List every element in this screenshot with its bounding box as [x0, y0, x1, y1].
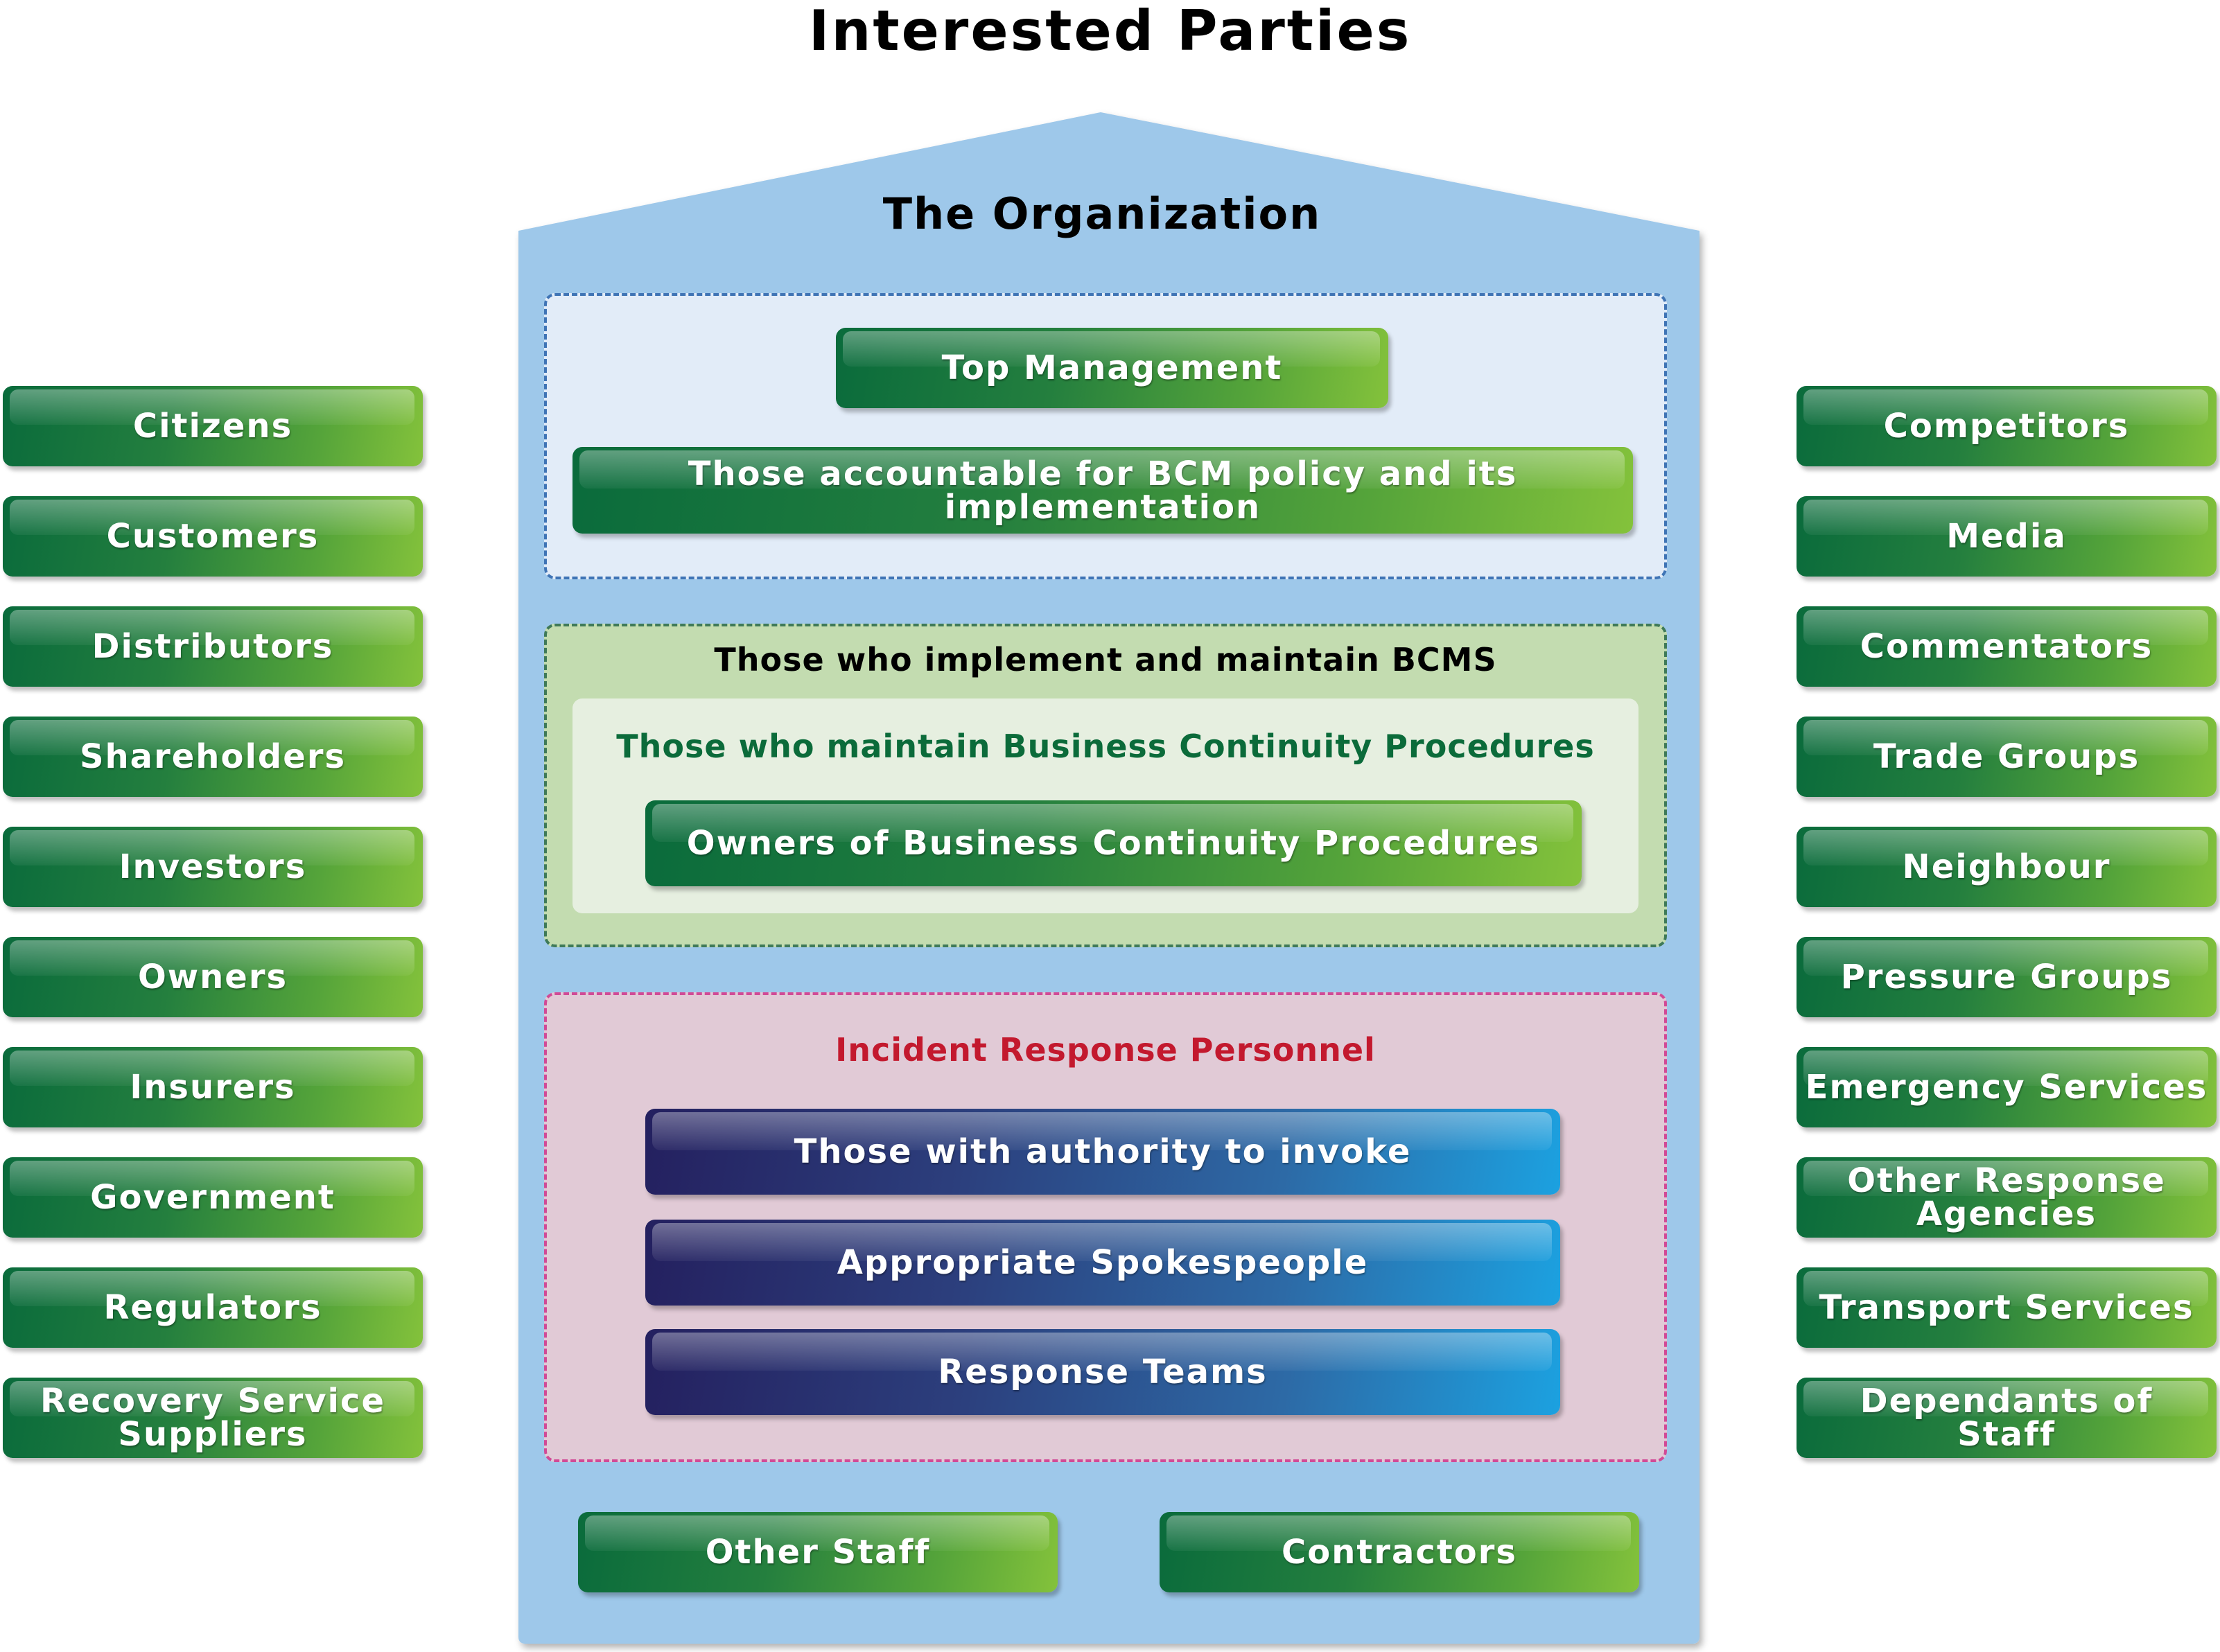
bcp-zone-label: Those who maintain Business Continuity P… — [616, 728, 1595, 765]
party-citizens: Citizens — [3, 386, 423, 466]
party-neighbour: Neighbour — [1797, 827, 2217, 907]
authority-to-invoke-box: Those with authority to invoke — [645, 1109, 1560, 1195]
bcm-accountable-box: Those accountable for BCM policy and its… — [573, 447, 1633, 534]
party-investors: Investors — [3, 827, 423, 907]
party-shareholders: Shareholders — [3, 717, 423, 797]
party-distributors: Distributors — [3, 606, 423, 687]
party-recovery-service-suppliers: Recovery Service Suppliers — [3, 1378, 423, 1458]
bcms-zone-label: Those who implement and maintain BCMS — [714, 641, 1497, 678]
party-pressure-groups: Pressure Groups — [1797, 937, 2217, 1017]
party-competitors: Competitors — [1797, 386, 2217, 466]
party-owners: Owners — [3, 937, 423, 1017]
party-commentators: Commentators — [1797, 606, 2217, 687]
contractors-box: Contractors — [1160, 1512, 1639, 1592]
party-customers: Customers — [3, 496, 423, 577]
party-dependants-of-staff: Dependants of Staff — [1797, 1378, 2217, 1458]
other-staff-box: Other Staff — [578, 1512, 1058, 1592]
spokespeople-box: Appropriate Spokespeople — [645, 1220, 1560, 1306]
party-insurers: Insurers — [3, 1047, 423, 1127]
response-teams-box: Response Teams — [645, 1329, 1560, 1415]
bcp-owners-box: Owners of Business Continuity Procedures — [645, 800, 1582, 886]
party-trade-groups: Trade Groups — [1797, 717, 2217, 797]
incident-response-label: Incident Response Personnel — [835, 1031, 1376, 1069]
diagram-title: Interested Parties — [808, 0, 1412, 63]
party-regulators: Regulators — [3, 1267, 423, 1348]
party-media: Media — [1797, 496, 2217, 577]
party-government: Government — [3, 1157, 423, 1238]
top-management-box: Top Management — [836, 328, 1388, 408]
party-other-response-agencies: Other Response Agencies — [1797, 1157, 2217, 1238]
party-transport-services: Transport Services — [1797, 1267, 2217, 1348]
party-emergency-services: Emergency Services — [1797, 1047, 2217, 1127]
organization-title: The Organization — [882, 188, 1322, 239]
